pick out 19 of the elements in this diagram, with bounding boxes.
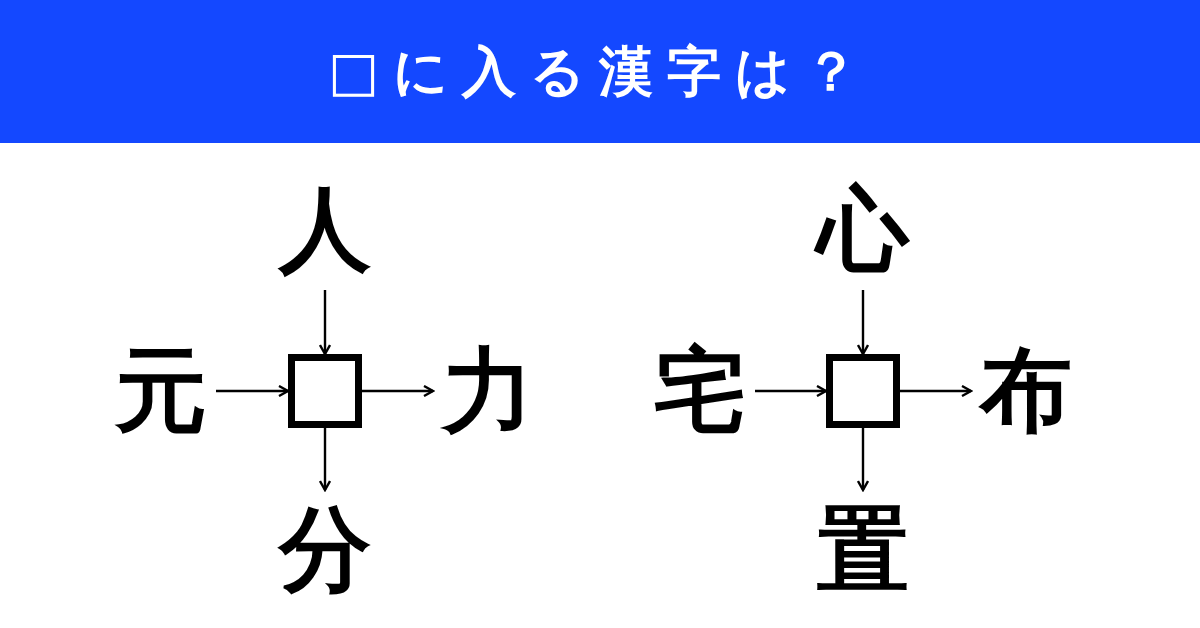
arrow <box>900 384 973 398</box>
arrow <box>856 428 870 492</box>
kanji-character: 置 <box>808 490 918 610</box>
kanji-character: 分 <box>270 490 380 610</box>
arrow <box>362 384 435 398</box>
kanji-character: 心 <box>808 170 918 290</box>
kanji-character: 布 <box>971 336 1081 446</box>
kanji-character: 元 <box>106 336 216 446</box>
kanji-character: 宅 <box>645 336 755 446</box>
kanji-character: 力 <box>433 336 543 446</box>
arrow <box>216 384 290 398</box>
arrow <box>856 290 870 356</box>
arrow <box>318 428 332 492</box>
arrow <box>318 290 332 356</box>
blank-square <box>288 354 362 428</box>
blank-square <box>826 354 900 428</box>
arrow <box>755 384 828 398</box>
kanji-character: 人 <box>270 170 380 290</box>
title: □に入る漢字は？ <box>327 39 873 105</box>
